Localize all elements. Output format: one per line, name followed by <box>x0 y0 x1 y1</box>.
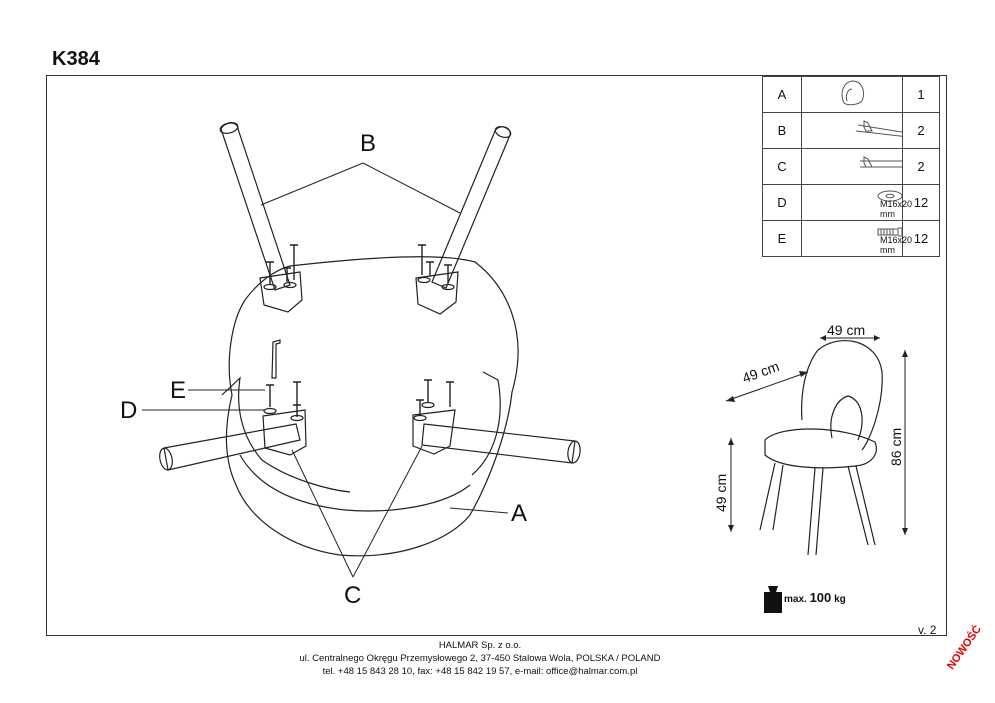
model-title: K384 <box>52 48 100 70</box>
dim-height: 86 cm <box>888 427 904 466</box>
table-row: B 2 <box>762 112 940 149</box>
max-load-unit: kg <box>834 594 846 605</box>
table-row: E M16x20 mm 12 <box>762 220 940 257</box>
back-leg-left <box>220 122 291 291</box>
table-row: D M16x20 mm 12 <box>762 184 940 221</box>
part-spec: M16x20 mm <box>880 199 913 219</box>
footer-address: ul. Centralnego Okręgu Przemysłowego 2, … <box>299 653 661 664</box>
dim-width: 49 cm <box>827 322 866 338</box>
part-qty: 12 <box>902 220 940 257</box>
seat-inner-line <box>239 454 471 512</box>
version-label: v. 2 <box>918 623 937 637</box>
washers <box>263 276 455 422</box>
front-leg-right-end <box>567 440 581 464</box>
seat-icon <box>841 80 865 106</box>
bolt-icon <box>877 227 903 237</box>
seat-shell <box>225 256 519 557</box>
allen-key-icon <box>271 339 281 379</box>
max-load-prefix: max. <box>784 594 807 605</box>
parts-table: A 1 B 2 C 2 D <box>762 76 940 257</box>
table-row: C 2 <box>762 148 940 185</box>
footer: HALMAR Sp. z o.o. ul. Centralnego Okręgu… <box>280 639 680 678</box>
part-letter: C <box>762 148 802 185</box>
part-image <box>801 112 909 149</box>
leader-lines <box>142 162 509 578</box>
plate-back-right <box>415 271 459 315</box>
footer-company: HALMAR Sp. z o.o. <box>438 640 522 651</box>
part-qty: 2 <box>902 148 940 185</box>
plate-front-left <box>262 409 307 456</box>
part-letter: A <box>762 76 802 113</box>
label-e: E <box>170 377 187 404</box>
front-leg-icon <box>860 156 909 168</box>
label-d: D <box>120 397 138 424</box>
part-image: M16x20 mm <box>801 184 912 221</box>
dimension-arrows <box>726 335 908 535</box>
front-leg-right <box>421 423 576 464</box>
part-qty: 1 <box>902 76 940 113</box>
bolts <box>266 244 454 417</box>
part-qty: 12 <box>902 184 940 221</box>
max-load: max. 100 kg <box>766 590 846 605</box>
weight-icon <box>764 586 782 613</box>
chair-side-view <box>759 340 883 556</box>
footer-contact: tel. +48 15 843 28 10, fax: +48 15 842 1… <box>322 666 638 677</box>
label-c: C <box>344 582 362 609</box>
label-b: B <box>360 130 377 157</box>
part-spec: M16x20 mm <box>880 235 913 255</box>
part-image <box>801 148 909 185</box>
table-row: A 1 <box>762 76 940 113</box>
part-qty: 2 <box>902 112 940 149</box>
back-leg-right <box>431 126 511 289</box>
front-leg-left <box>163 423 301 471</box>
max-load-value: 100 <box>809 590 832 605</box>
front-leg-left-end <box>159 447 173 471</box>
drawing-frame <box>46 75 947 636</box>
part-letter: D <box>762 184 802 221</box>
dim-seat-height: 49 cm <box>713 473 729 512</box>
part-image: M16x20 mm <box>801 220 912 257</box>
seat-back-left <box>221 376 351 493</box>
part-letter: B <box>762 112 802 149</box>
seat-back-right <box>471 371 501 476</box>
back-leg-left-end <box>219 122 239 134</box>
dimension-lines <box>725 337 906 535</box>
part-letter: E <box>762 220 802 257</box>
label-a: A <box>511 500 528 527</box>
back-leg-icon <box>855 120 909 138</box>
back-leg-right-end <box>494 125 512 139</box>
part-image <box>801 76 903 113</box>
plate-front-right <box>412 409 456 455</box>
